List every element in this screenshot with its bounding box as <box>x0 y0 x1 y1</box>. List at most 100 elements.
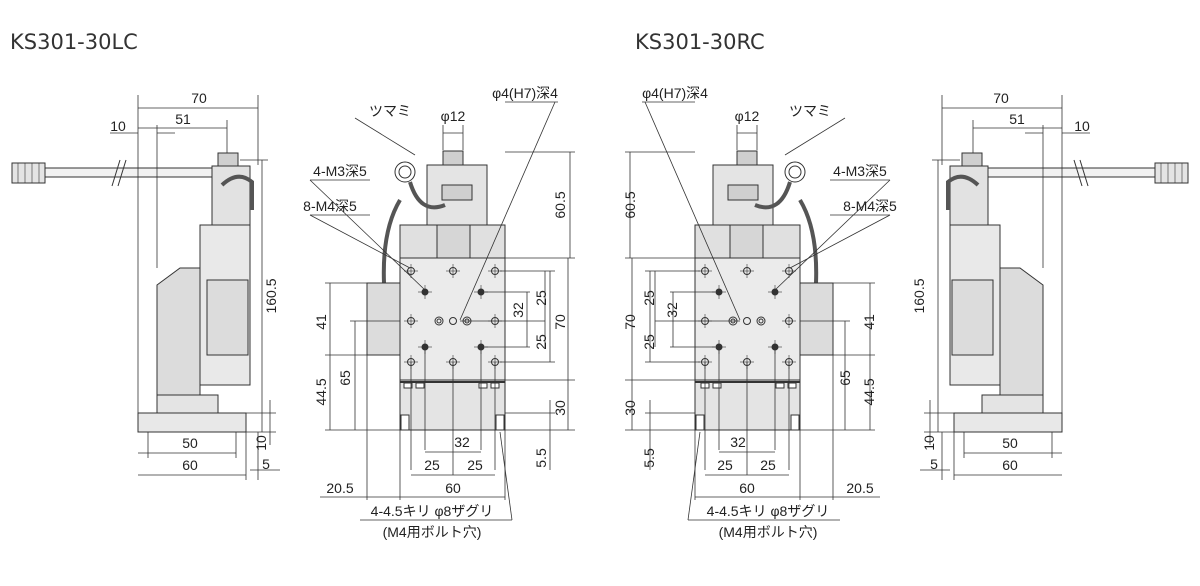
label-side_10b: 10 <box>253 435 269 451</box>
base-slot <box>478 382 488 389</box>
right-model-title: KS301-30RC <box>635 30 765 54</box>
leader <box>644 101 741 321</box>
label-side_5: 5 <box>930 456 938 472</box>
label-d70: 70 <box>622 314 638 330</box>
label-d70: 70 <box>552 314 568 330</box>
label-side_160_5: 160.5 <box>911 278 927 313</box>
side-knob <box>961 152 983 167</box>
label-side_10: 10 <box>1074 118 1090 134</box>
bolt-hole-note-sub: (M4用ボルト穴) <box>719 524 818 540</box>
label-d25b: 25 <box>533 334 549 350</box>
label-m3: 4-M3深5 <box>833 163 887 179</box>
mount-counterbore <box>790 414 800 431</box>
counterbore-inner <box>436 318 442 324</box>
label-side_60: 60 <box>182 457 198 473</box>
motor-coupling <box>727 184 759 201</box>
leader <box>309 179 426 291</box>
handle-loop-inner <box>788 165 802 179</box>
label-side_5: 5 <box>262 456 270 472</box>
label-d32b: 32 <box>454 434 470 450</box>
side-handle <box>220 174 254 210</box>
bolt-hole-note: 4-4.5キリ φ8ザグリ <box>707 503 830 519</box>
label-d25d: 25 <box>467 457 483 473</box>
label-knob: ツマミ <box>789 103 831 119</box>
side-base-plate <box>953 412 1063 433</box>
side-base-plate <box>137 412 247 433</box>
side-base-column <box>981 394 1044 414</box>
label-side_70: 70 <box>191 90 207 106</box>
label-d60_5: 60.5 <box>552 191 568 218</box>
side-motor-box <box>951 279 994 356</box>
label-d25a: 25 <box>641 290 657 306</box>
label-d30: 30 <box>552 400 568 416</box>
label-d44_5: 44.5 <box>861 378 877 405</box>
cable-break-mark <box>111 159 127 187</box>
bolt-hole-note-sub: (M4用ボルト穴) <box>383 524 482 540</box>
label-d25d: 25 <box>717 457 733 473</box>
mount-counterbore <box>400 414 410 431</box>
label-side_50: 50 <box>1002 435 1018 451</box>
bolt-hole-note: 4-4.5キリ φ8ザグリ <box>371 503 494 519</box>
label-side_60: 60 <box>1002 457 1018 473</box>
cable-tube <box>381 181 446 284</box>
label-knob: ツマミ <box>369 103 411 119</box>
base-slot <box>415 382 425 389</box>
mount-counterbore <box>695 414 705 431</box>
label-side_50: 50 <box>182 435 198 451</box>
label-m4: 8-M4深5 <box>303 198 357 214</box>
leader <box>774 179 891 291</box>
leader <box>499 431 513 521</box>
side-motor-head <box>949 165 989 226</box>
counterbore <box>434 316 444 326</box>
label-d25c: 25 <box>760 457 776 473</box>
label-d32b: 32 <box>730 434 746 450</box>
pin-hole <box>743 317 751 325</box>
side-base-column <box>156 394 219 414</box>
label-d65: 65 <box>837 370 853 386</box>
label-side_70: 70 <box>993 90 1009 106</box>
side-knob <box>217 152 239 167</box>
label-side_51: 51 <box>175 111 191 127</box>
label-side_10b: 10 <box>921 435 937 451</box>
mount-counterbore <box>495 414 505 431</box>
cable-tube <box>754 181 819 284</box>
cable-connector <box>11 162 46 184</box>
side-motor-box-front <box>799 282 834 356</box>
front-knob <box>736 150 758 166</box>
cable-connector <box>1154 162 1189 184</box>
label-side_10: 10 <box>110 118 126 134</box>
leader <box>459 101 556 321</box>
label-side_160_5: 160.5 <box>263 278 279 313</box>
top-plate <box>399 257 506 381</box>
leader <box>789 214 891 269</box>
cable-break-mark <box>1073 159 1089 187</box>
handle-loop <box>394 161 416 183</box>
base-slot <box>787 382 797 389</box>
label-d41: 41 <box>313 314 329 330</box>
front-knob <box>442 150 464 166</box>
base-slot <box>775 382 785 389</box>
side-bracket <box>156 267 201 396</box>
carriage-block <box>436 224 471 259</box>
side-motor-head <box>211 165 251 226</box>
side-handle <box>946 174 980 210</box>
label-d44_5: 44.5 <box>313 378 329 405</box>
label-d60_5: 60.5 <box>622 191 638 218</box>
motor-coupling <box>441 184 473 201</box>
side-bracket <box>999 267 1044 396</box>
label-d25c: 25 <box>424 457 440 473</box>
label-d32: 32 <box>510 302 526 318</box>
cable <box>44 167 216 178</box>
label-d5_5: 5.5 <box>641 448 657 468</box>
side-motor-box <box>206 279 249 356</box>
label-phi12: φ12 <box>441 108 466 124</box>
label-d25b: 25 <box>641 334 657 350</box>
cable <box>984 167 1156 178</box>
label-d20_5: 20.5 <box>326 480 353 496</box>
label-phi4: φ4(H7)深4 <box>642 85 708 101</box>
label-d60: 60 <box>739 480 755 496</box>
left-model-title: KS301-30LC <box>10 30 138 54</box>
